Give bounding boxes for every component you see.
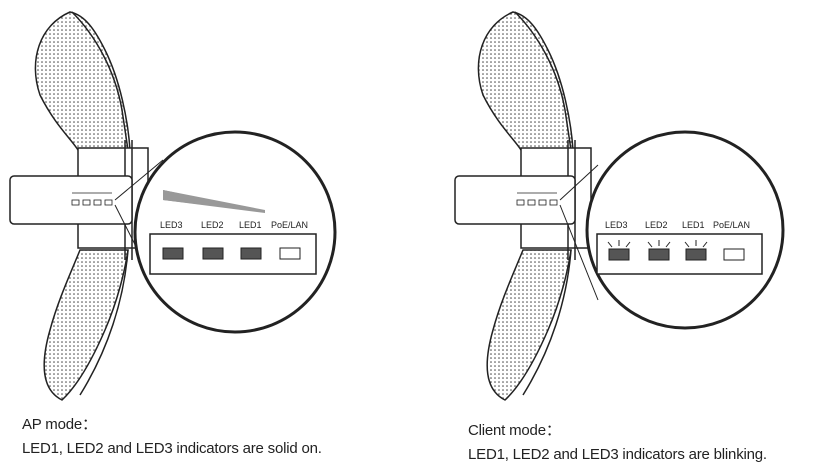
led1-indicator: [240, 247, 262, 260]
led2-label: LED2: [645, 220, 668, 230]
dish-upper: [477, 11, 574, 151]
blink-rays: [607, 240, 708, 248]
client-mode-description: LED1, LED2 and LED3 indicators are blink…: [468, 446, 767, 463]
led1-indicator: [685, 248, 707, 261]
ap-antenna-illustration: LED3 LED2 LED1 PoE/LAN: [9, 11, 337, 401]
dish-lower: [43, 249, 129, 401]
led2-indicator: [648, 248, 670, 261]
feed-arm: [454, 175, 576, 225]
ap-mode-panel: LED3 LED2 LED1 PoE/LAN AP mode： LED1, LE…: [0, 0, 410, 475]
poe-lan-label: PoE/LAN: [271, 220, 308, 230]
client-mode-panel: LED3 LED2 LED1 PoE/LAN Client mode： LED1…: [413, 0, 823, 475]
poe-lan-indicator: [279, 247, 301, 260]
led3-indicator: [162, 247, 184, 260]
magnifier-circle: [585, 130, 785, 330]
client-antenna-illustration: LED3 LED2 LED1 PoE/LAN: [454, 11, 785, 401]
poe-lan-indicator: [723, 248, 745, 261]
dish-lower: [486, 249, 572, 401]
arm-led-row: [71, 192, 113, 206]
led3-label: LED3: [160, 220, 183, 230]
feed-arm: [9, 175, 133, 225]
arm-led-row: [516, 192, 558, 206]
client-mode-title: Client mode：: [468, 422, 561, 439]
dish-upper: [34, 11, 131, 151]
led2-label: LED2: [201, 220, 224, 230]
poe-lan-label: PoE/LAN: [713, 220, 750, 230]
ap-mode-title: AP mode：: [22, 416, 97, 433]
ap-mode-description: LED1, LED2 and LED3 indicators are solid…: [22, 440, 322, 457]
led3-label: LED3: [605, 220, 628, 230]
magnifier-circle: [133, 130, 337, 334]
led2-indicator: [202, 247, 224, 260]
led1-label: LED1: [239, 220, 262, 230]
led1-label: LED1: [682, 220, 705, 230]
led3-indicator: [608, 248, 630, 261]
